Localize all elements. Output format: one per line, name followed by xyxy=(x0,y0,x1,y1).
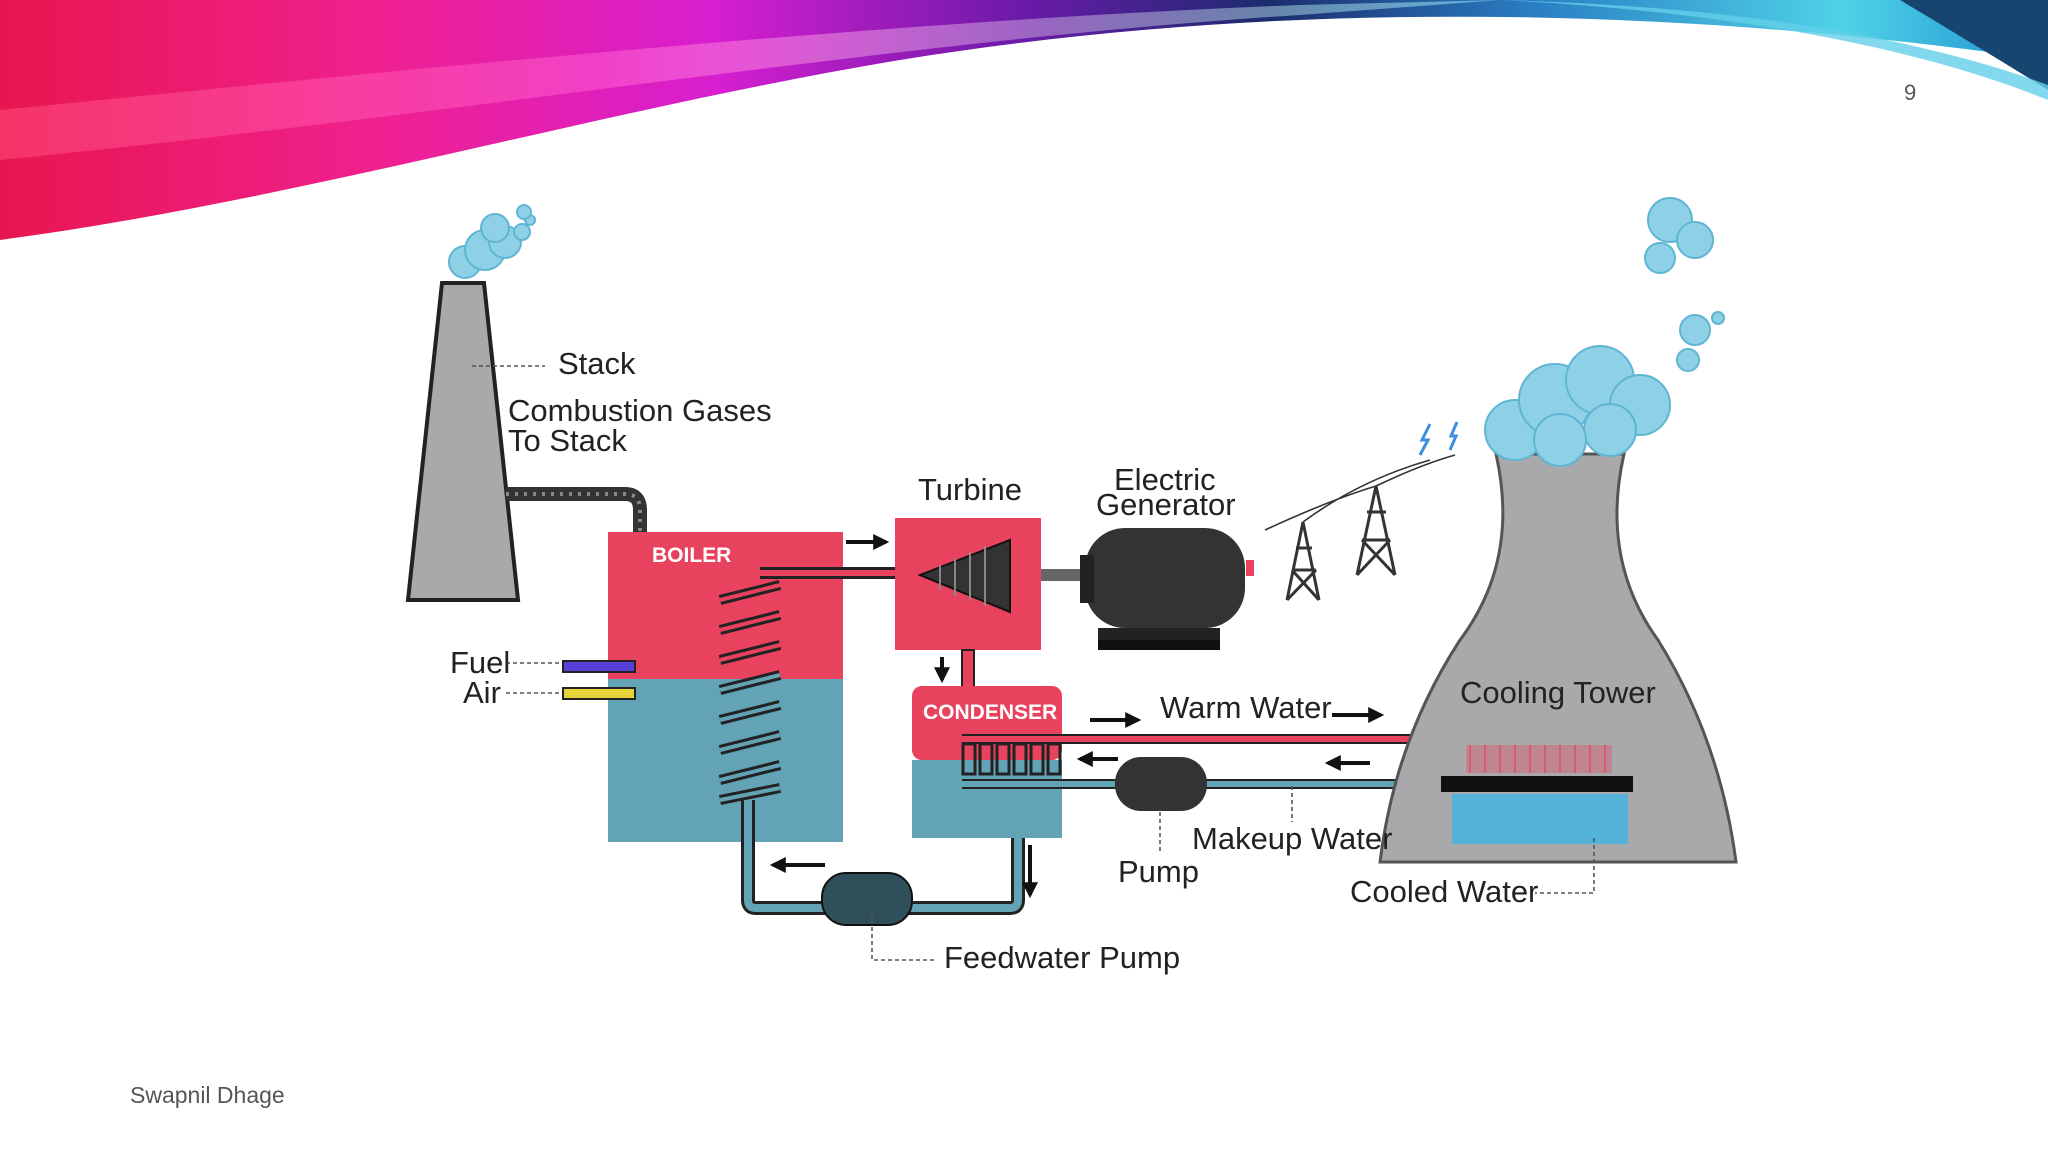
electric-generator-label-line-1: Electric xyxy=(1114,462,1216,497)
combustion-gases-label-line-1: Combustion Gases xyxy=(508,393,772,428)
stack-smoke xyxy=(448,204,536,279)
warm-water-label: Warm Water xyxy=(1160,690,1332,725)
cooling-tower-smoke xyxy=(1484,197,1725,467)
boiler-label: BOILER xyxy=(652,544,731,567)
turbine xyxy=(895,518,1091,650)
transmission-towers xyxy=(1264,421,1459,602)
pump-label: Pump xyxy=(1118,854,1199,889)
cooling-tower xyxy=(1378,197,1738,864)
electric-generator-label-line-2: Generator xyxy=(1096,487,1236,522)
combustion-gases-label-line-2: To Stack xyxy=(508,423,627,458)
top-banner xyxy=(0,0,2048,240)
fuel-label: Fuel xyxy=(450,645,510,680)
cooled-water-label: Cooled Water xyxy=(1350,874,1538,909)
condenser-label: CONDENSER xyxy=(923,701,1057,724)
stack xyxy=(405,204,647,630)
leader-lines xyxy=(472,365,1595,961)
air-inlet xyxy=(562,687,636,700)
boiler-coil-shade-cool xyxy=(719,673,781,802)
cooling-tower-fill xyxy=(1441,776,1633,792)
flow-arrows xyxy=(769,534,1385,899)
air-label: Air xyxy=(463,675,501,710)
electric-generator xyxy=(1080,528,1254,650)
author-footer: Swapnil Dhage xyxy=(130,1082,285,1108)
pump xyxy=(1115,757,1207,811)
stack-label: Stack xyxy=(558,346,636,381)
turbine-label: Turbine xyxy=(918,472,1022,507)
boiler: BOILER xyxy=(608,532,843,842)
boiler-coil-shade xyxy=(719,583,781,662)
makeup-water-label: Makeup Water xyxy=(1192,821,1392,856)
fuel-inlet xyxy=(562,660,636,673)
feedwater-pump xyxy=(821,872,913,926)
cooling-tower-label: Cooling Tower xyxy=(1460,675,1656,710)
page-number: 9 xyxy=(1904,80,1916,105)
feedwater-pump-label: Feedwater Pump xyxy=(944,940,1180,975)
